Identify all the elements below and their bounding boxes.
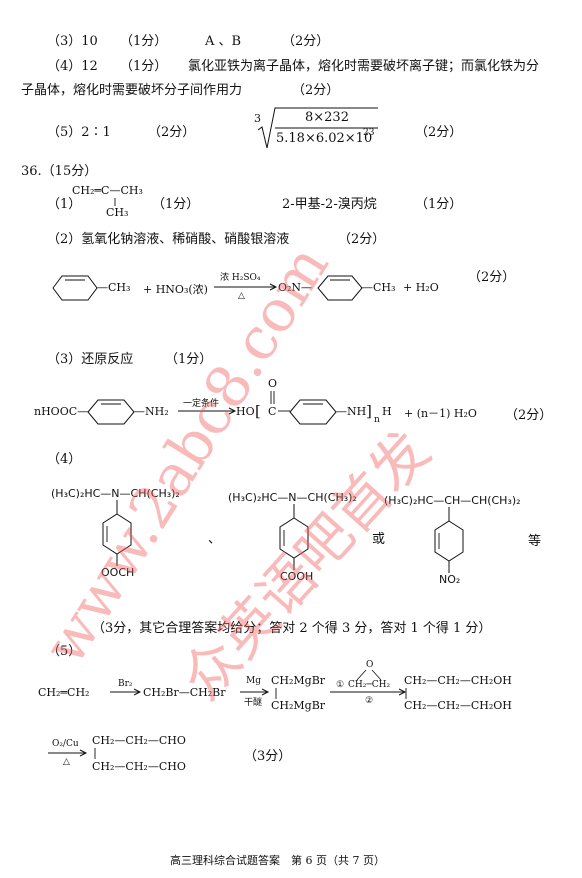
eq2-h: H bbox=[382, 405, 392, 418]
structure-2-top: (H₃C)₂HC—N—CH(CH₃)₂ bbox=[228, 491, 357, 504]
oxidation-reagent: O₂/Cu bbox=[52, 739, 79, 749]
eq2-score: （2分） bbox=[505, 408, 553, 423]
eq1-o2n: O₂N— bbox=[278, 281, 313, 294]
q35-4-text2: 子晶体，熔化时需要破坏分子间作用力 bbox=[21, 83, 243, 98]
step-2: ② bbox=[365, 696, 374, 706]
ether-solvent: 干醚 bbox=[244, 698, 263, 708]
eq1-condition-bottom: △ bbox=[238, 291, 245, 301]
structure-2-bottom: COOH bbox=[280, 570, 314, 583]
page-footer: 高三理科综合试题答案 第 6 页（共 7 页） bbox=[170, 854, 385, 867]
q35-3-score2: （2分） bbox=[282, 34, 330, 49]
eq2-carbonyl-o: O bbox=[268, 377, 278, 390]
epoxide-oxygen: O bbox=[366, 660, 374, 670]
eq2-nh: —NH bbox=[336, 405, 367, 418]
etc-label: 等 bbox=[528, 534, 542, 549]
eq2-carbonyl-c: C bbox=[268, 405, 277, 418]
grignard-1: CH₂MgBr bbox=[271, 674, 326, 687]
eq2-bracket-left: [ bbox=[255, 402, 261, 420]
diol-1: CH₂—CH₂—CH₂OH bbox=[404, 674, 512, 687]
ethylene: CH₂═CH₂ bbox=[38, 686, 90, 699]
oxidation-heat: △ bbox=[63, 757, 70, 767]
q35-5-score2: （2分） bbox=[415, 125, 463, 140]
grignard-2: CH₂MgBr bbox=[271, 699, 326, 712]
q36-4-note: （3分，其它合理答案均给分；答对 2 个得 3 分，答对 1 个得 1 分） bbox=[92, 621, 492, 636]
eq2-bracket-right: ] bbox=[366, 402, 372, 420]
epoxide: CH₂─CH₂ bbox=[348, 680, 391, 690]
q35-4-num: （4）12 bbox=[47, 59, 98, 74]
alkene-formula: CH₂═C—CH₃ bbox=[72, 184, 143, 197]
q36-4-num: （4） bbox=[47, 452, 82, 467]
dibromoethane: CH₂Br—CH₂Br bbox=[143, 686, 226, 699]
eq1-score: （2分） bbox=[468, 270, 516, 285]
fraction-exponent: 23 bbox=[363, 128, 375, 138]
q36-3-text: （3）还原反应 bbox=[47, 352, 134, 367]
q35-4-score1: （1分） bbox=[120, 59, 168, 74]
eq1-nitric-acid: + HNO₃(浓) bbox=[143, 283, 208, 296]
q35-3-score1: （1分） bbox=[120, 34, 168, 49]
structure-3-top: (H₃C)₂HC—CH—CH(CH₃)₂ bbox=[384, 494, 521, 507]
separator: 、 bbox=[208, 532, 222, 547]
structure-1-bottom: OOCH bbox=[101, 566, 135, 579]
or-label: 或 bbox=[372, 532, 386, 547]
eq2-water: + (n－1) H₂O bbox=[404, 407, 477, 420]
eq2-nh2: —NH₂ bbox=[134, 405, 169, 418]
diol-2: CH₂—CH₂—CH₂OH bbox=[404, 699, 512, 712]
br2-reagent: Br₂ bbox=[118, 679, 133, 689]
dialdehyde-2: CH₂—CH₂—CHO bbox=[92, 760, 186, 773]
step-1: ① bbox=[336, 680, 345, 690]
q36-2-text: （2）氢氧化钠溶液、稀硝酸、硝酸银溶液 bbox=[47, 232, 290, 247]
eq1-ch3: —CH₃ bbox=[97, 281, 131, 294]
q36-5-score: （3分） bbox=[244, 749, 292, 764]
cube-root-index: 3 bbox=[254, 112, 261, 125]
q35-3-answer: A 、B bbox=[205, 34, 242, 49]
q35-5-score1: （2分） bbox=[148, 125, 196, 140]
alkene-branch: CH₃ bbox=[106, 206, 129, 219]
q36-3-score: （1分） bbox=[165, 352, 213, 367]
q36-5-num: （5） bbox=[47, 644, 82, 659]
q36-1-num: （1） bbox=[47, 197, 82, 212]
q36-1-score2: （1分） bbox=[415, 197, 463, 212]
q36-1-name: 2-甲基-2-溴丙烷 bbox=[282, 197, 377, 212]
structure-1-top: (H₃C)₂HC—N—CH(CH₃)₂ bbox=[51, 487, 180, 500]
q36-2-score: （2分） bbox=[338, 232, 386, 247]
q35-5-num: （5）2∶1 bbox=[47, 125, 111, 140]
fraction-numerator: 8×232 bbox=[305, 110, 349, 125]
q35-4-score2: （2分） bbox=[292, 83, 340, 98]
eq2-subscript-n: n bbox=[374, 415, 380, 425]
eq2-ho: HO bbox=[236, 405, 255, 418]
eq2-condition: 一定条件 bbox=[183, 399, 220, 409]
q36-header: 36.（15分） bbox=[21, 164, 98, 179]
eq2-monomer-left: nHOOC— bbox=[34, 405, 89, 418]
mg-reagent: Mg bbox=[246, 676, 261, 686]
q35-4-text1: 氯化亚铁为离子晶体，熔化时需要破坏离子键；而氯化铁为分 bbox=[188, 59, 540, 74]
fraction-denominator: 5.18×6.02×10 bbox=[276, 131, 373, 146]
q36-1-score1: （1分） bbox=[152, 197, 200, 212]
eq1-condition-top: 浓 H₂SO₄ bbox=[220, 273, 261, 283]
q35-3-num: （3）10 bbox=[47, 34, 98, 49]
dialdehyde-1: CH₂—CH₂—CHO bbox=[92, 734, 186, 747]
structure-3-bottom: NO₂ bbox=[439, 573, 461, 586]
eq1-water: + H₂O bbox=[403, 281, 439, 294]
eq1-ch3-product: —CH₃ bbox=[362, 281, 396, 294]
